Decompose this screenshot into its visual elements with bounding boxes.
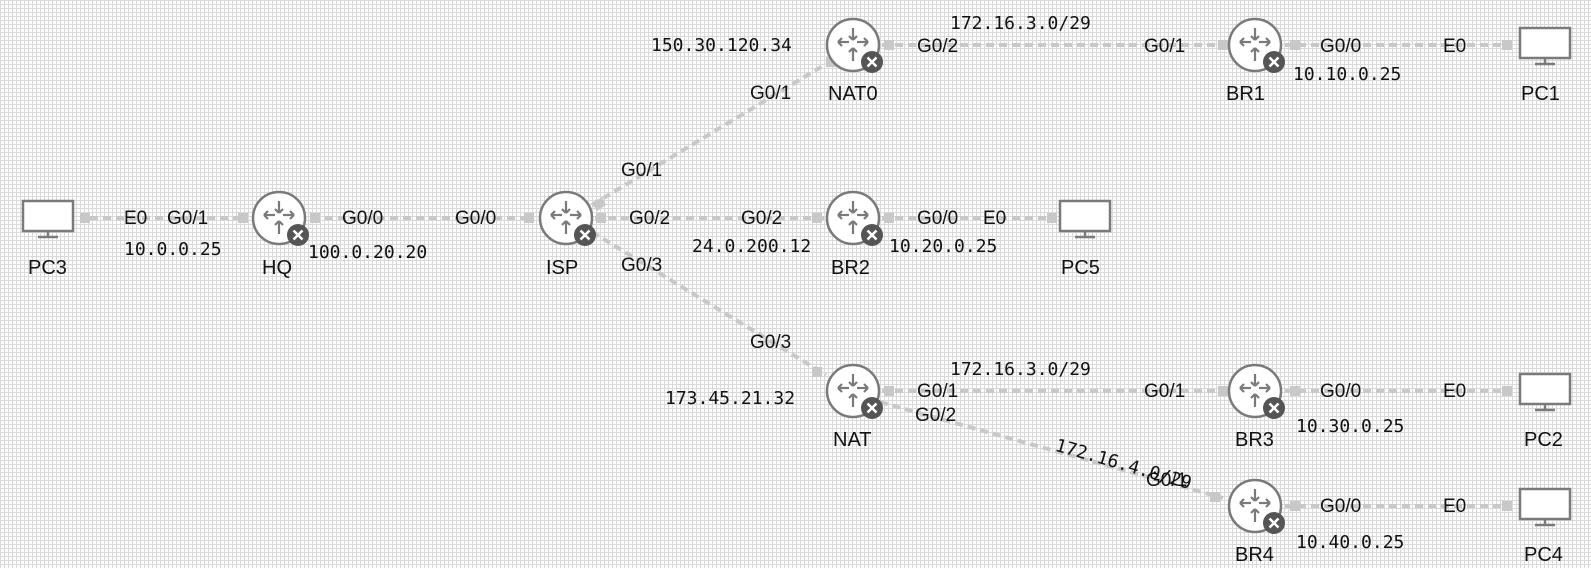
close-icon — [861, 224, 883, 246]
router-icon[interactable] — [251, 190, 309, 246]
port-marker — [1502, 40, 1512, 50]
node-label-pc1[interactable]: PC1 — [1521, 83, 1560, 105]
link-nat-br4[interactable] — [879, 400, 1224, 500]
port-marker — [1210, 492, 1220, 502]
port-marker — [80, 213, 90, 223]
port-marker — [1502, 386, 1512, 396]
close-icon — [574, 224, 596, 246]
port-marker — [884, 213, 894, 223]
port-marker — [592, 197, 606, 211]
node-label-nat0[interactable]: NAT0 — [828, 83, 878, 105]
address-label-nat: 173.45.21.32 — [665, 388, 796, 409]
port-marker — [1290, 40, 1300, 50]
address-label-pc3-hq: 10.0.0.25 — [124, 239, 222, 260]
close-icon — [1263, 397, 1285, 419]
router-icon[interactable] — [1227, 17, 1285, 73]
port-marker — [310, 213, 320, 223]
pc-icon[interactable] — [1518, 372, 1572, 412]
port-marker — [1290, 501, 1300, 511]
close-icon — [861, 397, 883, 419]
node-label-isp[interactable]: ISP — [546, 257, 579, 279]
port-marker — [1502, 501, 1512, 511]
port-label-nat-g03: G0/3 — [750, 332, 792, 353]
close-icon — [1263, 512, 1285, 534]
port-marker — [524, 213, 534, 223]
port-marker — [812, 213, 822, 223]
node-label-pc3[interactable]: PC3 — [28, 257, 67, 279]
port-label-isp-g01: G0/1 — [621, 160, 663, 181]
port-marker — [1218, 40, 1228, 50]
port-marker — [596, 213, 606, 223]
pc-icon[interactable] — [1518, 26, 1572, 66]
port-marker — [884, 386, 894, 396]
port-label-hq-g00: G0/0 — [342, 208, 384, 229]
address-label-nat0-br1-net: 172.16.3.0/29 — [950, 13, 1091, 34]
node-label-br3[interactable]: BR3 — [1235, 429, 1274, 451]
port-label-br4-g01: G0/1 — [1146, 470, 1188, 491]
address-label-br3-pc2: 10.30.0.25 — [1296, 416, 1405, 437]
close-icon — [1263, 51, 1285, 73]
node-label-pc4[interactable]: PC4 — [1524, 544, 1563, 566]
port-marker — [1290, 386, 1300, 396]
port-label-br1-g01: G0/1 — [1144, 36, 1186, 57]
port-marker — [884, 40, 894, 50]
port-label-isp-g03: G0/3 — [621, 255, 663, 276]
node-label-pc5[interactable]: PC5 — [1061, 257, 1100, 279]
port-marker — [1047, 213, 1057, 223]
router-icon[interactable] — [538, 190, 596, 246]
port-label-hq-g01: G0/1 — [167, 208, 209, 229]
port-marker — [826, 57, 836, 67]
address-label-br1-pc1: 10.10.0.25 — [1293, 64, 1402, 85]
address-label-br4-pc4: 10.40.0.25 — [1296, 532, 1405, 553]
port-marker — [812, 367, 822, 377]
node-label-hq[interactable]: HQ — [262, 257, 292, 279]
port-label-isp-g02: G0/2 — [629, 208, 671, 229]
router-icon[interactable] — [1227, 478, 1285, 534]
address-label-nat-br3-net: 172.16.3.0/29 — [950, 359, 1091, 380]
address-label-isp-br2: 24.0.200.12 — [692, 236, 812, 257]
port-label-br3-g00: G0/0 — [1320, 381, 1362, 402]
port-label-nat0-g01: G0/1 — [750, 83, 792, 104]
port-label-pc2-e0: E0 — [1443, 381, 1467, 402]
port-label-pc3-e0: E0 — [124, 208, 148, 229]
port-label-br1-g00: G0/0 — [1320, 36, 1362, 57]
port-label-br3-g01: G0/1 — [1144, 381, 1186, 402]
port-label-nat-g01: G0/1 — [917, 381, 959, 402]
router-icon[interactable] — [825, 190, 883, 246]
node-label-br4[interactable]: BR4 — [1235, 544, 1274, 566]
address-label-hq-isp: 100.0.20.20 — [308, 242, 428, 263]
link-isp-nat[interactable] — [590, 230, 828, 377]
pc-icon[interactable] — [1518, 487, 1572, 527]
pc-icon[interactable] — [1058, 199, 1112, 239]
close-icon — [287, 224, 309, 246]
port-label-pc4-e0: E0 — [1443, 496, 1467, 517]
port-label-pc1-e0: E0 — [1443, 36, 1467, 57]
router-icon[interactable] — [825, 17, 883, 73]
pc-icon[interactable] — [21, 199, 75, 239]
node-label-nat[interactable]: NAT — [833, 429, 872, 451]
port-label-pc5-e0: E0 — [983, 208, 1007, 229]
port-label-isp-g00: G0/0 — [455, 208, 497, 229]
node-label-br1[interactable]: BR1 — [1226, 83, 1265, 105]
node-label-pc2[interactable]: PC2 — [1524, 429, 1563, 451]
address-label-nat0: 150.30.120.34 — [651, 35, 792, 56]
router-icon[interactable] — [825, 363, 883, 419]
port-label-br2-g02: G0/2 — [741, 208, 783, 229]
port-marker — [1218, 386, 1228, 396]
port-label-nat0-g02: G0/2 — [917, 36, 959, 57]
port-marker — [238, 213, 248, 223]
link-isp-nat0[interactable] — [590, 62, 828, 207]
close-icon — [861, 51, 883, 73]
node-label-br2[interactable]: BR2 — [831, 257, 870, 279]
port-label-br4-g00: G0/0 — [1320, 496, 1362, 517]
router-icon[interactable] — [1227, 363, 1285, 419]
port-label-nat-g02: G0/2 — [915, 405, 957, 426]
address-label-br2-pc5: 10.20.0.25 — [889, 236, 998, 257]
port-label-br2-g00: G0/0 — [917, 208, 959, 229]
